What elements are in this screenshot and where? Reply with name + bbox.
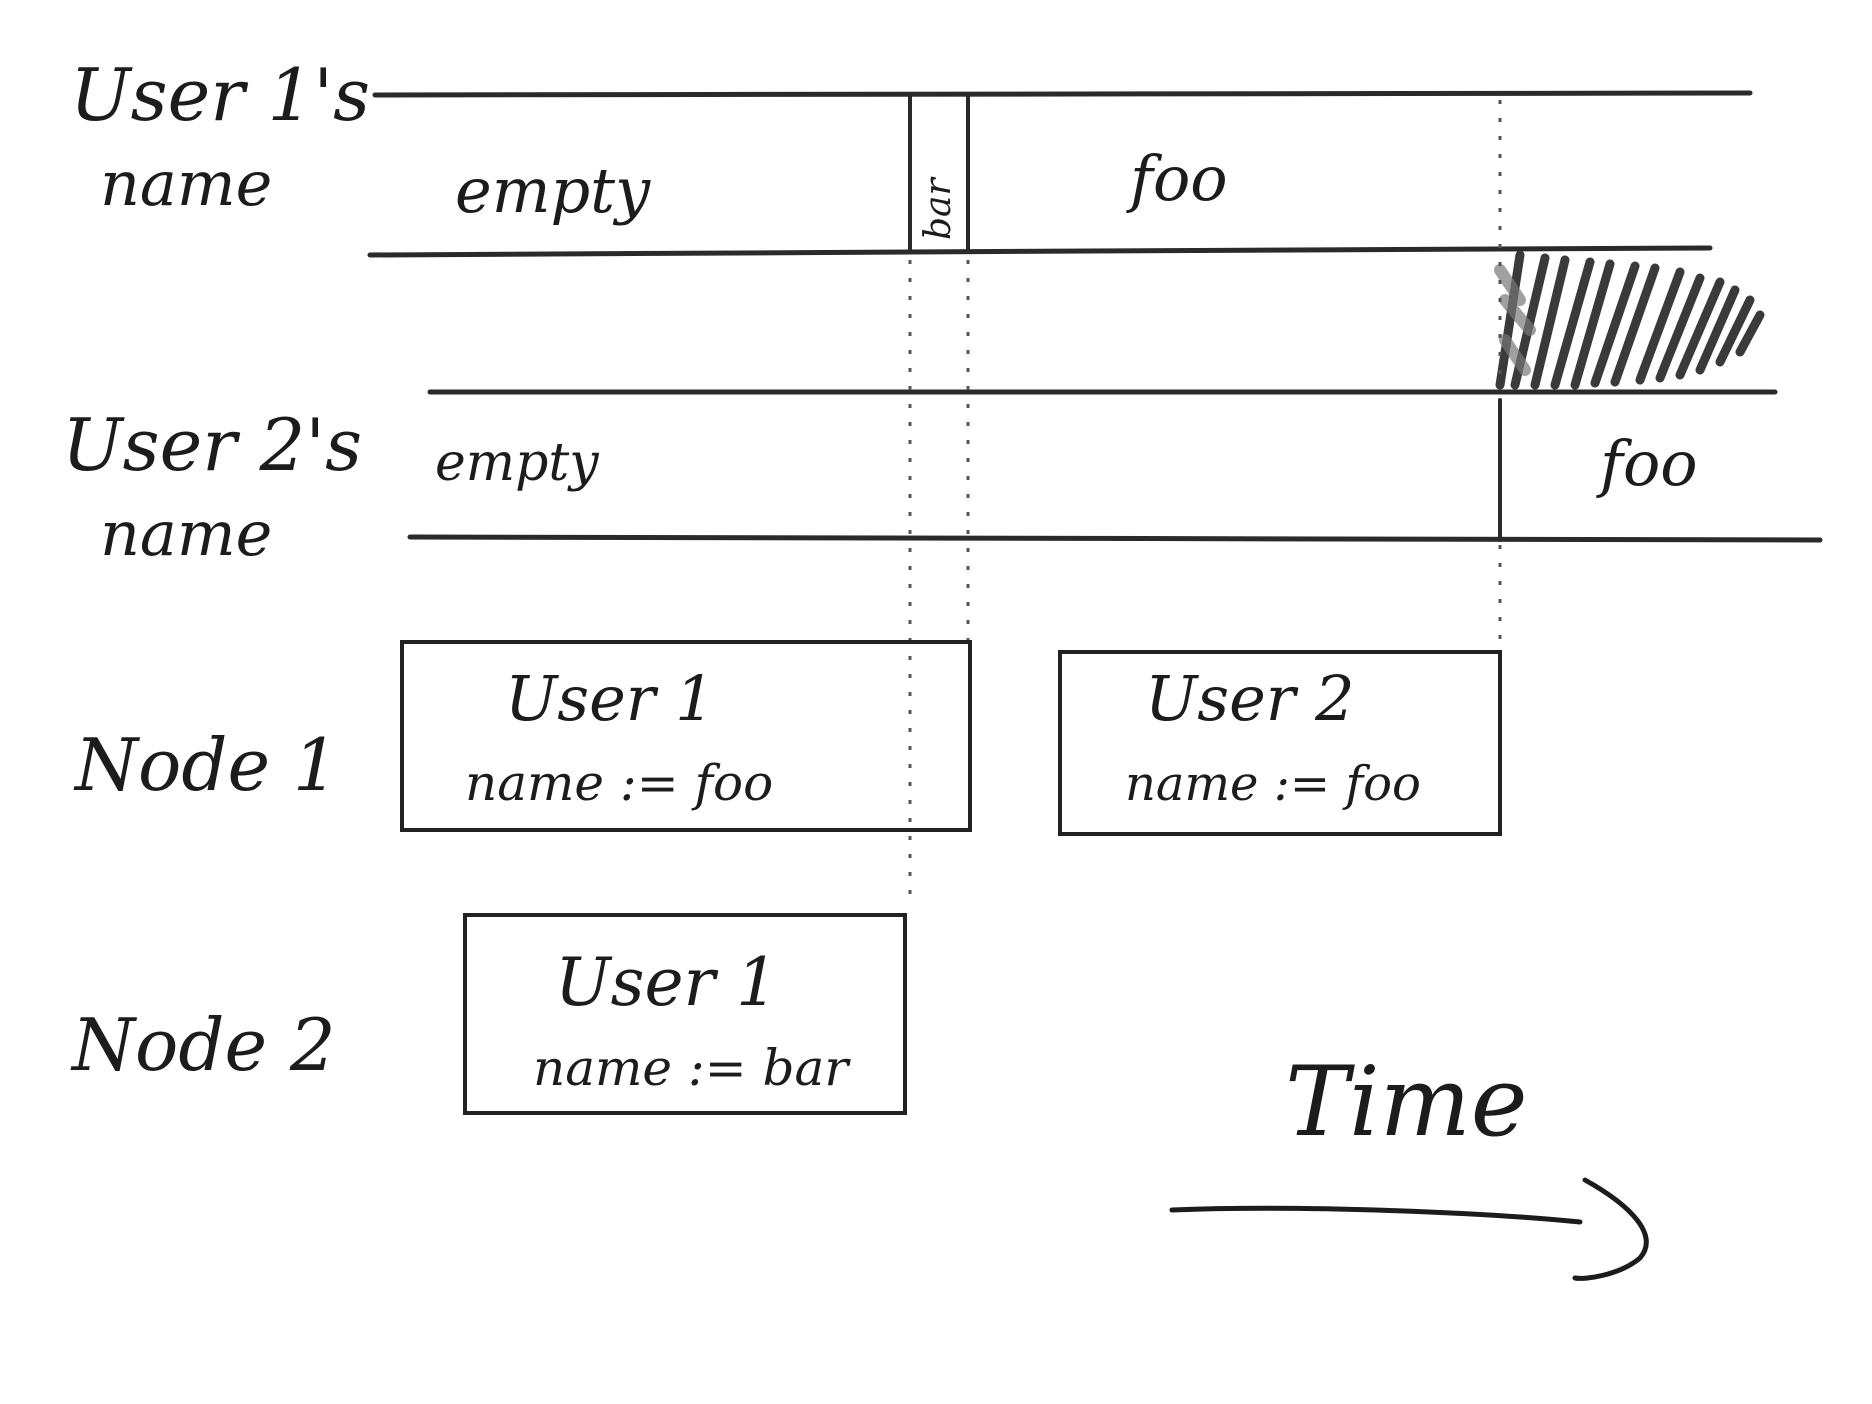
time-label: Time xyxy=(1285,1046,1528,1158)
node2-user1-transaction xyxy=(463,913,907,1115)
user1-empty-value: empty xyxy=(455,154,651,227)
user1-timeline: empty bar foo xyxy=(367,90,1753,258)
user2-timeline: empty foo xyxy=(407,389,1823,543)
user2-band-bottom-line xyxy=(407,534,1823,543)
node1-user1-title: User 1 xyxy=(505,662,715,735)
user1-foo-value: foo xyxy=(1126,142,1228,215)
user1-name-label: User 1's xyxy=(70,53,370,137)
user2-empty-value: empty xyxy=(435,433,599,493)
row-labels: User 1's name User 2's name Node 1 Node … xyxy=(62,53,370,1087)
user1-band-top-line xyxy=(372,90,1753,98)
right-arrow-icon xyxy=(1169,1177,1649,1281)
user2-foo-value: foo xyxy=(1596,427,1698,500)
node2-label: Node 2 xyxy=(70,1003,336,1087)
user2-name-label-line2: name xyxy=(100,497,272,570)
node2-user1-title: User 1 xyxy=(555,944,778,1021)
node1-user1-transaction xyxy=(400,640,972,832)
user1-bar-value: bar xyxy=(918,176,959,240)
node1-label: Node 1 xyxy=(73,723,339,807)
node1-transactions: User 1 name := foo User 2 name := foo xyxy=(400,640,1502,836)
user1-name-label-line2: name xyxy=(100,147,272,220)
user1-band-bottom-line-2 xyxy=(1087,245,1713,254)
user1-band-bottom-line xyxy=(367,248,1093,258)
node1-user2-title: User 2 xyxy=(1145,662,1355,735)
time-guides xyxy=(908,100,1502,905)
node1-user2-action: name := foo xyxy=(1125,756,1421,812)
node2-user1-action: name := bar xyxy=(533,1039,851,1097)
node1-user1-action: name := foo xyxy=(465,754,773,812)
node2-transactions: User 1 name := bar xyxy=(463,913,907,1115)
scribble-hatch-icon xyxy=(1494,250,1765,390)
node1-user2-transaction xyxy=(1058,650,1502,836)
time-axis: Time xyxy=(1169,1046,1649,1281)
user2-name-label: User 2's xyxy=(62,403,362,487)
